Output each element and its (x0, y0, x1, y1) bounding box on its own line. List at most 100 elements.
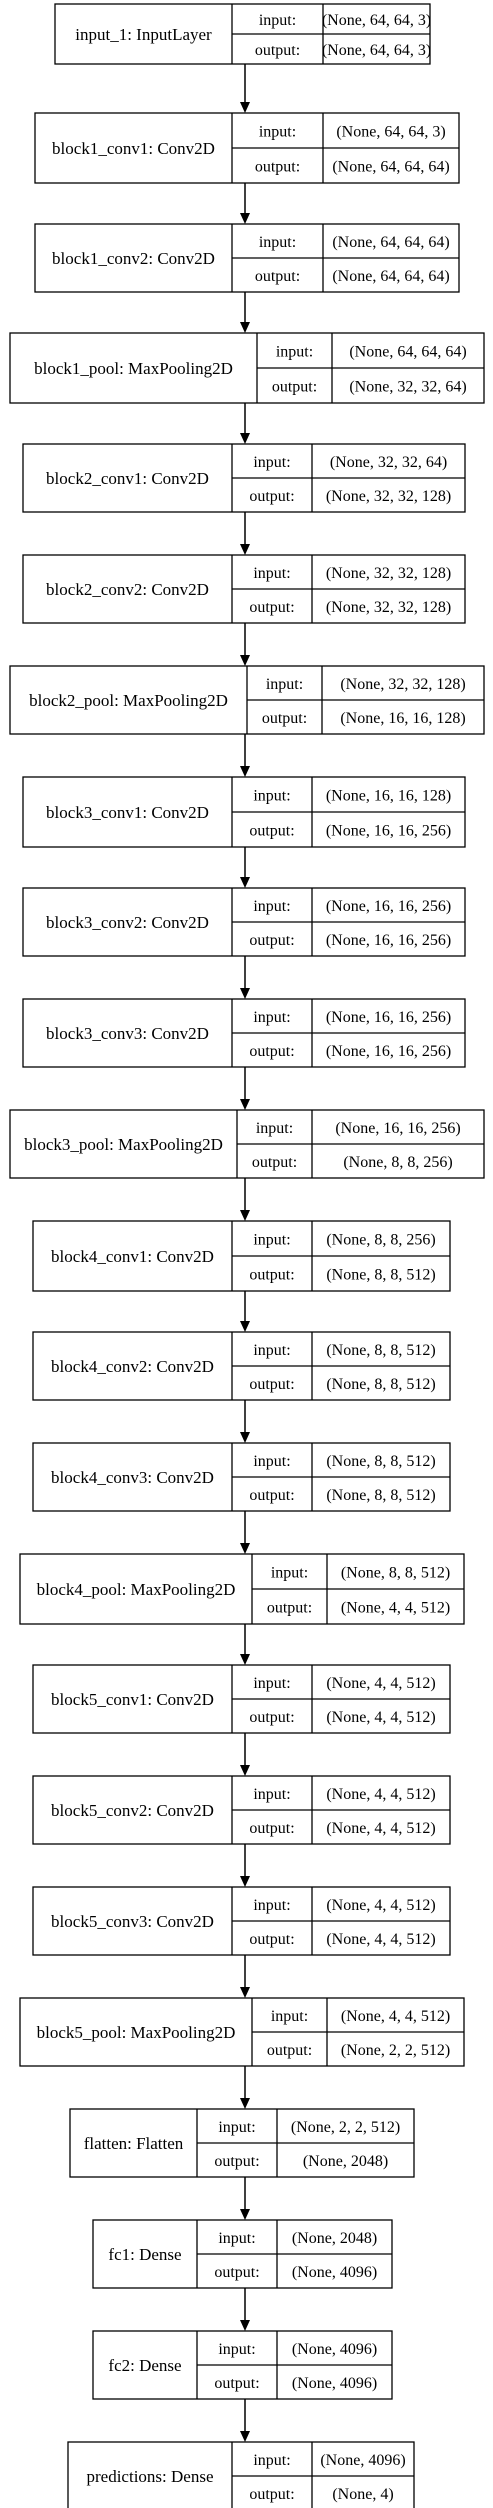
output-label: output: (249, 1487, 294, 1504)
layer-name: block4_pool: MaxPooling2D (37, 1580, 236, 1599)
layer-node-block4-conv1: block4_conv1: Conv2Dinput:output:(None, … (32, 1220, 451, 1292)
input-shape: (None, 64, 64, 64) (332, 234, 449, 251)
layer-node-block3-pool: block3_pool: MaxPooling2Dinput:output:(N… (9, 1109, 485, 1179)
edge-arrow (240, 1955, 250, 1998)
edge-arrow (240, 1400, 250, 1443)
input-shape: (None, 2, 2, 512) (291, 2119, 400, 2136)
output-label: output: (249, 823, 294, 840)
arrowhead (240, 2320, 250, 2331)
edge-arrow (240, 956, 250, 999)
layer-name: block4_conv2: Conv2D (51, 1357, 214, 1376)
input-label: input: (259, 124, 296, 141)
edge-arrow (240, 292, 250, 333)
input-label: input: (218, 2341, 255, 2358)
layer-name: input_1: InputLayer (75, 25, 212, 44)
output-shape: (None, 64, 64, 3) (322, 42, 431, 59)
output-shape: (None, 16, 16, 256) (326, 932, 451, 949)
input-shape: (None, 2048) (292, 2230, 377, 2247)
input-shape: (None, 64, 64, 3) (322, 12, 431, 29)
input-label: input: (253, 1675, 290, 1692)
layer-name: block2_pool: MaxPooling2D (29, 691, 228, 710)
layer-node-block5-conv3: block5_conv3: Conv2Dinput:output:(None, … (32, 1886, 451, 1956)
output-shape: (None, 8, 8, 512) (326, 1487, 435, 1504)
output-label: output: (249, 2486, 294, 2503)
input-label: input: (259, 12, 296, 29)
edge-arrow (240, 1511, 250, 1554)
edge-arrow (240, 1624, 250, 1665)
input-label: input: (253, 1897, 290, 1914)
nodes-group: input_1: InputLayer input: output: (None, 6… (9, 3, 485, 2508)
output-shape: (None, 4096) (292, 2264, 377, 2281)
arrowhead (240, 988, 250, 999)
output-shape: (None, 4) (332, 2486, 393, 2503)
input-shape: (None, 32, 32, 128) (340, 676, 465, 693)
input-label: input: (253, 565, 290, 582)
edge-arrow (240, 403, 250, 444)
layer-node-block5-pool: block5_pool: MaxPooling2Dinput:output:(N… (19, 1997, 465, 2067)
output-label: output: (214, 2375, 259, 2392)
layer-node-block2-conv1: block2_conv1: Conv2Dinput:output:(None, … (22, 443, 466, 513)
input-shape: (None, 4, 4, 512) (326, 1675, 435, 1692)
layer-node-block4-conv3: block4_conv3: Conv2Dinput:output:(None, … (32, 1442, 451, 1512)
input-label: input: (253, 898, 290, 915)
layer-node-block3-conv1: block3_conv1: Conv2Dinput:output:(None, … (22, 776, 466, 848)
layer-node-block4-pool: block4_pool: MaxPooling2Dinput:output:(N… (19, 1553, 465, 1625)
output-shape: (None, 16, 16, 256) (326, 1043, 451, 1060)
input-label: input: (271, 1565, 308, 1582)
output-label: output: (214, 2153, 259, 2170)
output-shape: (None, 4, 4, 512) (341, 1600, 450, 1617)
input-label: input: (271, 2008, 308, 2025)
input-label: input: (253, 1009, 290, 1026)
edge-arrow (240, 2066, 250, 2109)
output-label: output: (249, 599, 294, 616)
arrowhead (240, 655, 250, 666)
output-label: output: (214, 2264, 259, 2281)
output-shape: (None, 2048) (303, 2153, 388, 2170)
input-shape: (None, 8, 8, 512) (326, 1342, 435, 1359)
output-shape: (None, 64, 64, 64) (332, 159, 449, 176)
layer-name: block5_conv3: Conv2D (51, 1912, 214, 1931)
input-shape: (None, 4, 4, 512) (326, 1786, 435, 1803)
output-shape: (None, 8, 8, 512) (326, 1267, 435, 1284)
layer-node-block3-conv2: block3_conv2: Conv2Dinput:output:(None, … (22, 887, 466, 957)
arrowhead (240, 1321, 250, 1332)
edges-group (240, 64, 250, 2442)
output-label: output: (249, 488, 294, 505)
input-label: input: (253, 2452, 290, 2469)
edge-arrow (240, 734, 250, 777)
layer-name: block2_conv2: Conv2D (46, 580, 209, 599)
layer-name: fc2: Dense (108, 2356, 181, 2375)
edge-arrow (240, 1844, 250, 1887)
layer-name: block3_pool: MaxPooling2D (24, 1135, 223, 1154)
output-shape: (None, 8, 8, 512) (326, 1376, 435, 1393)
input-label: input: (253, 1342, 290, 1359)
arrowhead (240, 1765, 250, 1776)
layer-name: block2_conv1: Conv2D (46, 469, 209, 488)
arrowhead (240, 322, 250, 333)
output-label: output: (249, 1267, 294, 1284)
layer-name: flatten: Flatten (84, 2134, 184, 2153)
arrowhead (240, 1987, 250, 1998)
arrowhead (240, 544, 250, 555)
edge-arrow (240, 1733, 250, 1776)
input-shape: (None, 16, 16, 256) (326, 898, 451, 915)
arrowhead (240, 1543, 250, 1554)
arrowhead (240, 2431, 250, 2442)
edge-arrow (240, 64, 250, 113)
layer-name: block3_conv3: Conv2D (46, 1024, 209, 1043)
output-label: output: (249, 1709, 294, 1726)
layer-name: block1_conv1: Conv2D (52, 139, 215, 158)
layer-node-block2-conv2: block2_conv2: Conv2Dinput:output:(None, … (22, 554, 466, 624)
output-label: output: (252, 1154, 297, 1171)
input-label: input: (276, 344, 313, 361)
layer-node-block1-conv2: block1_conv2: Conv2Dinput:output:(None, … (34, 223, 460, 293)
input-shape: (None, 16, 16, 128) (326, 788, 451, 805)
input-shape: (None, 64, 64, 64) (349, 344, 466, 361)
output-shape: (None, 16, 16, 256) (326, 823, 451, 840)
output-shape: (None, 2, 2, 512) (341, 2042, 450, 2059)
layer-node-block1-pool: block1_pool: MaxPooling2Dinput:output:(N… (9, 332, 485, 404)
